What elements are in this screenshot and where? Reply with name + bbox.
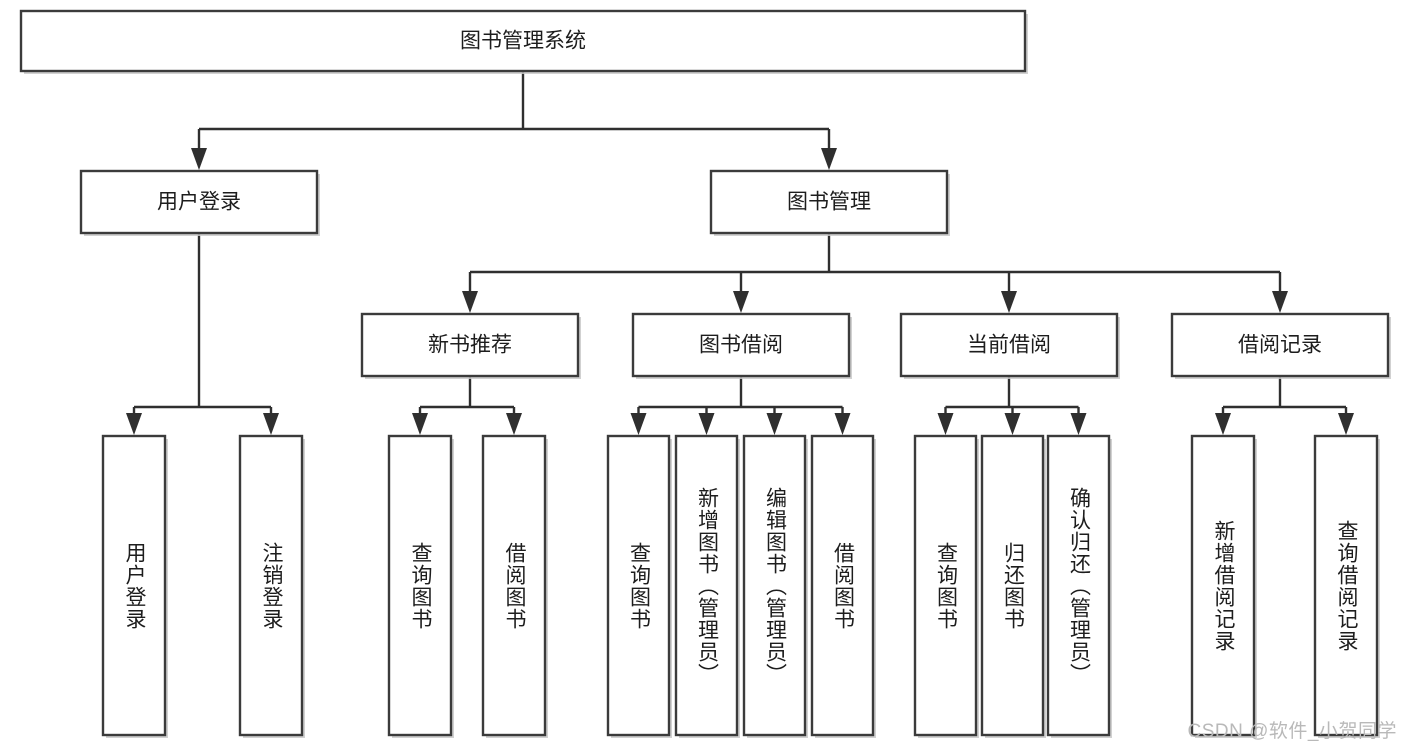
edge-edge-borrow-split <box>630 376 851 435</box>
arrow-head-icon <box>462 272 478 313</box>
node-label-root: 图书管理系统 <box>460 30 586 53</box>
arrow-head-icon <box>1004 407 1021 435</box>
arrow-head-icon <box>834 407 851 435</box>
arrow-head-icon <box>1215 407 1231 435</box>
node-box-leaf-logout[interactable] <box>238 434 304 737</box>
node-box-current-borrow[interactable] <box>899 312 1119 378</box>
arrow-head-icon <box>937 407 954 435</box>
node-box-book-manage[interactable] <box>709 169 949 235</box>
arrow-head-icon <box>1338 407 1354 435</box>
node-box-book-borrow[interactable] <box>631 312 851 378</box>
arrow-head-icon <box>191 129 207 170</box>
node-box-new-book-recommend[interactable] <box>360 312 580 378</box>
edge-edge-root-split <box>191 71 837 170</box>
node-label-current-borrow: 当前借阅 <box>967 334 1051 357</box>
node-box-leaf-confirm-return[interactable] <box>1046 434 1111 737</box>
node-box-leaf-query-borrow-record[interactable] <box>1313 434 1379 737</box>
edge-edge-recommend-split <box>412 376 522 435</box>
node-box-borrow-record[interactable] <box>1170 312 1390 378</box>
arrow-head-icon <box>126 407 142 435</box>
node-box-leaf-edit-book[interactable] <box>742 434 807 737</box>
arrow-head-icon <box>1001 272 1017 313</box>
arrow-head-icon <box>506 407 522 435</box>
arrow-head-icon <box>766 407 783 435</box>
edge-edge-current-split <box>937 376 1087 435</box>
node-box-leaf-borrow-book[interactable] <box>810 434 875 737</box>
node-label-book-manage: 图书管理 <box>787 191 871 214</box>
node-label-book-borrow: 图书借阅 <box>699 334 783 357</box>
node-box-leaf-add-borrow-record[interactable] <box>1190 434 1256 737</box>
arrow-head-icon <box>630 407 647 435</box>
arrow-head-icon <box>263 407 279 435</box>
node-box-root[interactable] <box>19 9 1027 73</box>
node-box-user-login[interactable] <box>79 169 319 235</box>
edge-edge-record-split <box>1215 376 1354 435</box>
node-box-leaf-borrow-book-rec[interactable] <box>481 434 547 737</box>
arrow-head-icon <box>1272 272 1288 313</box>
node-box-leaf-add-book[interactable] <box>674 434 739 737</box>
edge-edge-bookmanage-split <box>462 233 1288 313</box>
edges-layer <box>126 71 1354 435</box>
node-box-leaf-query-book-current[interactable] <box>913 434 978 737</box>
arrow-head-icon <box>412 407 428 435</box>
edge-edge-userlogin-split <box>126 233 279 435</box>
node-box-leaf-return-book[interactable] <box>980 434 1045 737</box>
node-label-borrow-record: 借阅记录 <box>1238 334 1322 357</box>
node-box-leaf-query-book-rec[interactable] <box>387 434 453 737</box>
boxes-layer <box>19 9 1391 738</box>
arrow-head-icon <box>698 407 715 435</box>
node-label-new-book-recommend: 新书推荐 <box>428 334 512 357</box>
arrow-head-icon <box>821 129 837 170</box>
node-box-leaf-query-book-borrow[interactable] <box>606 434 671 737</box>
arrow-head-icon <box>733 272 749 313</box>
node-label-user-login: 用户登录 <box>157 191 241 214</box>
node-box-leaf-user-login[interactable] <box>101 434 167 737</box>
watermark-text: CSDN @软件_小贺同学 <box>1187 721 1397 742</box>
arrow-head-icon <box>1070 407 1087 435</box>
